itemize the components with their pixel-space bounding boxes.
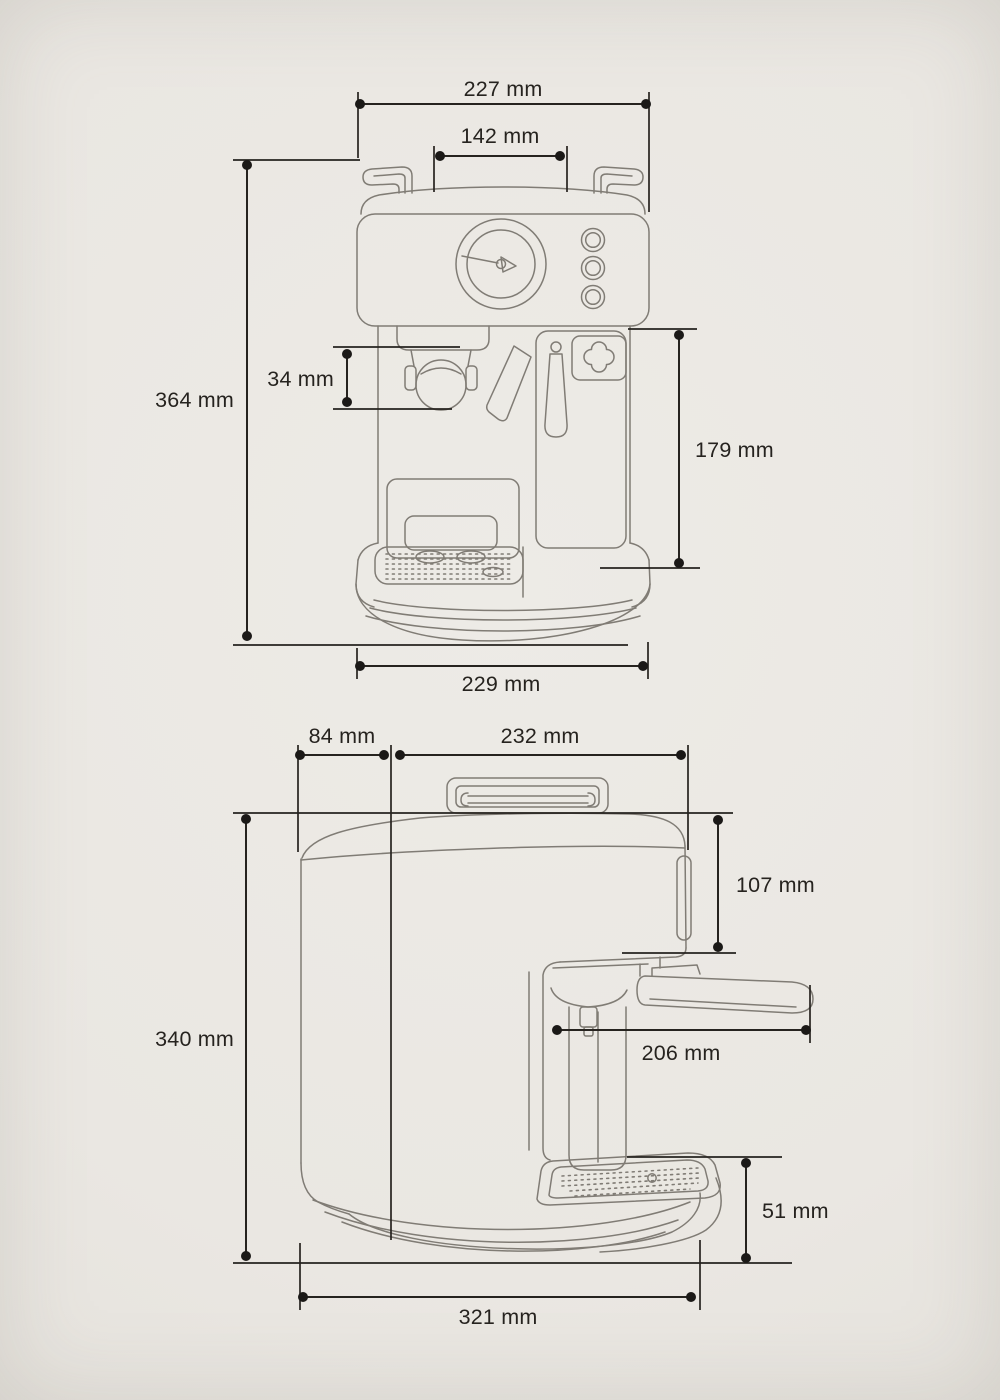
button-bottom bbox=[580, 284, 606, 310]
dim-side-handle-depth: 206 mm bbox=[552, 985, 811, 1065]
dim-front-side-height: 179 mm bbox=[600, 328, 774, 569]
top-handle bbox=[446, 777, 609, 814]
dim-front-portafilter-height: 34 mm bbox=[267, 346, 460, 410]
dim-side-base-depth: 321 mm bbox=[298, 1240, 701, 1329]
dim-label-front-portafilter-height: 34 mm bbox=[267, 367, 334, 391]
dim-label-side-body-depth: 232 mm bbox=[501, 724, 580, 748]
portafilter bbox=[415, 359, 467, 411]
frothing-spout bbox=[544, 353, 568, 438]
cup-pad-right bbox=[456, 550, 486, 564]
side-view-drawing bbox=[300, 777, 814, 1253]
dim-label-front-side-height: 179 mm bbox=[695, 438, 774, 462]
button-middle bbox=[580, 255, 606, 281]
base-side bbox=[300, 1162, 722, 1253]
control-panel bbox=[356, 213, 650, 327]
dim-label-front-base-width: 229 mm bbox=[462, 672, 541, 696]
dim-label-side-handle-depth: 206 mm bbox=[642, 1041, 721, 1065]
gauge-needle bbox=[461, 255, 499, 264]
side-lid bbox=[301, 812, 686, 859]
base-front bbox=[355, 546, 651, 642]
front-view-drawing bbox=[355, 166, 651, 642]
side-drip-tray bbox=[536, 1152, 721, 1206]
dim-label-side-base-height: 51 mm bbox=[762, 1199, 829, 1223]
dim-label-side-front-depth: 84 mm bbox=[309, 724, 376, 748]
dim-label-side-overall-height: 340 mm bbox=[155, 1027, 234, 1051]
milk-knob-icon bbox=[583, 341, 615, 373]
dim-front-top-width: 227 mm bbox=[355, 77, 651, 212]
tray-handle bbox=[404, 515, 498, 551]
group-head bbox=[396, 325, 490, 411]
dim-label-side-head-height: 107 mm bbox=[736, 873, 815, 897]
side-steam-wand bbox=[568, 1006, 627, 1171]
drip-grid bbox=[374, 546, 524, 585]
dim-side-base-height: 51 mm bbox=[627, 1156, 829, 1263]
button-top bbox=[580, 227, 606, 253]
dim-front-base-width: 229 mm bbox=[355, 642, 649, 696]
portafilter-handle bbox=[636, 963, 814, 1014]
front-view-dimensions: 227 mm 142 mm 364 mm 34 mm bbox=[155, 77, 774, 696]
milk-tank bbox=[535, 330, 627, 549]
side-view-dimensions: 84 mm 232 mm 340 mm 107 mm 206 m bbox=[155, 724, 829, 1329]
cup-rail-left-icon bbox=[362, 166, 413, 194]
dim-side-overall-height: 340 mm bbox=[155, 812, 792, 1264]
dim-side-head-height: 107 mm bbox=[622, 815, 815, 954]
dim-label-front-overall-height: 364 mm bbox=[155, 388, 234, 412]
dim-label-front-rails-width: 142 mm bbox=[461, 124, 540, 148]
dim-label-side-base-depth: 321 mm bbox=[459, 1305, 538, 1329]
steam-wand bbox=[485, 345, 532, 422]
side-steam-knob bbox=[676, 855, 692, 941]
pressure-gauge bbox=[455, 218, 547, 310]
water-tray-window bbox=[386, 478, 520, 559]
side-group-head bbox=[550, 963, 649, 1037]
dim-front-rails-width: 142 mm bbox=[433, 124, 568, 192]
cup-pad-left bbox=[415, 550, 445, 564]
dim-label-front-top-width: 227 mm bbox=[464, 77, 543, 101]
dim-side-front-depth: 84 mm bbox=[295, 724, 389, 760]
lid bbox=[360, 186, 646, 215]
cup-rail-right-icon bbox=[593, 166, 644, 194]
dim-front-overall-height: 364 mm bbox=[155, 159, 628, 646]
dim-side-body-depth: 232 mm bbox=[395, 724, 686, 760]
